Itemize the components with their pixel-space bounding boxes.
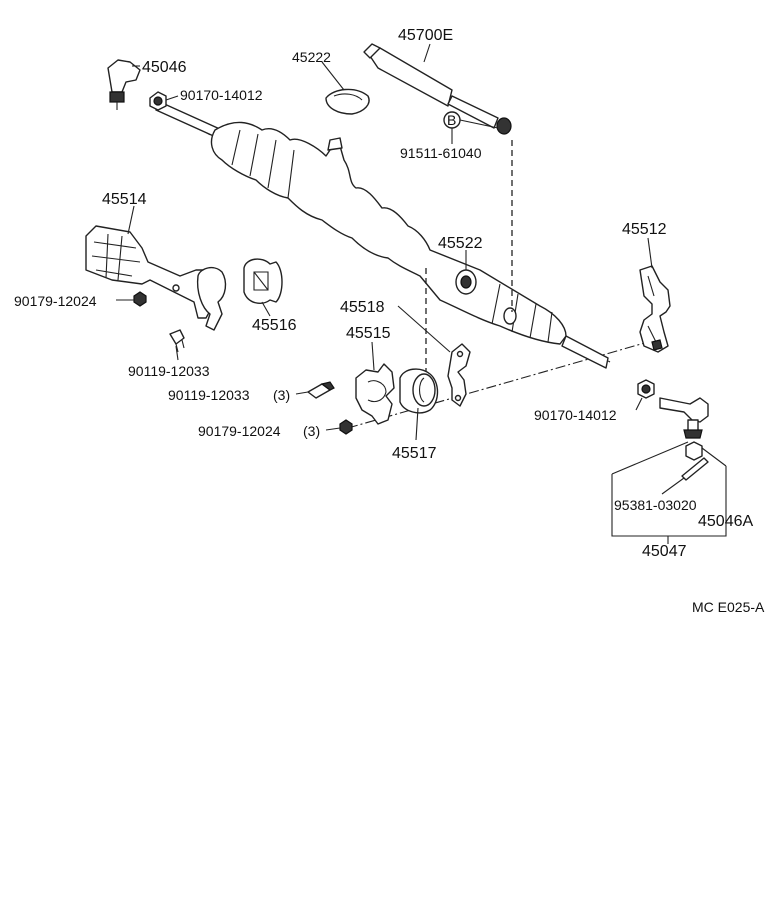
cylinder-45700e-end: [496, 117, 512, 135]
marker-b-label: B: [447, 112, 456, 128]
leader-90179-b: [325, 427, 341, 431]
bracket-45514-grid: [91, 233, 141, 281]
label-45046a: 45046A: [698, 513, 753, 530]
leader-45512: [647, 237, 653, 269]
bolt-90119-left: [169, 329, 185, 345]
bolt-90119-left-shank: [175, 339, 185, 353]
left-lock-nut-hole: [153, 96, 163, 106]
castle-nut: [685, 441, 703, 461]
right-tie-rod-end-boot: [683, 429, 703, 439]
leader-45515: [371, 341, 375, 371]
right-tie-rod-end-45046a: [659, 397, 709, 423]
bushing-45517-face: [412, 373, 436, 407]
label-45046: 45046: [142, 59, 187, 76]
leader-45518: [397, 305, 451, 353]
label-90119-12033-a: 90119-12033: [128, 363, 210, 379]
pinion-stub: [327, 137, 343, 151]
label-90179-12024-b: 90179-12024: [198, 423, 281, 439]
cotter-pin-95381: [681, 457, 709, 481]
label-45522: 45522: [438, 235, 483, 252]
left-tie-rod-end-nut: [109, 91, 125, 103]
leader-45516: [261, 301, 271, 317]
bracket-45512-lines: [647, 275, 657, 343]
leader-45222: [321, 61, 345, 91]
cover-45222-edge: [333, 93, 363, 101]
label-45222: 45222: [292, 49, 331, 65]
right-lock-nut-hole: [641, 384, 651, 394]
bracket-45512-stud: [651, 339, 663, 351]
label-45047: 45047: [642, 543, 687, 560]
label-45515: 45515: [346, 325, 391, 342]
left-tie-rod: [155, 101, 223, 139]
left-boot-ribs: [231, 129, 295, 199]
right-rack-rod: [561, 335, 609, 369]
leader-45517: [415, 407, 419, 441]
cover-45222: [325, 88, 370, 115]
bracket-45512: [639, 265, 671, 353]
label-95381-03020: 95381-03020: [614, 497, 697, 513]
label-90170-14012-a: 90170-14012: [180, 87, 263, 103]
label-45700e: 45700E: [398, 27, 453, 44]
leader-45514: [127, 205, 135, 235]
label-90119-12033-b-qty: (3): [273, 387, 290, 403]
cylinder-45700e-rod: [447, 95, 499, 129]
bolt-90119-center-head: [320, 381, 335, 391]
diagram-code: MC E025-A: [692, 599, 765, 615]
label-45518: 45518: [340, 299, 385, 316]
label-90170-14012-b: 90170-14012: [534, 407, 617, 423]
leader-90170-b: [635, 397, 643, 411]
left-tie-rod-end-45046: [107, 59, 141, 93]
bracket-45515: [355, 363, 395, 425]
cylinder-45700e-body: [369, 47, 453, 107]
rack-mount-stud: [503, 307, 517, 325]
leader-90119-b: [295, 391, 309, 395]
nut-90179-center: [339, 419, 353, 435]
bushing-45516-inner: [253, 271, 269, 291]
bracket-45515-inner: [367, 380, 387, 403]
clamp-45518-hole-bottom: [454, 394, 462, 402]
clamp-45518: [447, 343, 471, 407]
bushing-45516: [243, 258, 283, 304]
leader-45700e: [423, 43, 431, 63]
cylinder-45700e-cap: [363, 43, 381, 59]
label-45517: 45517: [392, 445, 437, 462]
bracket-45514-bolt-hole: [172, 284, 180, 292]
label-90179-12024-a: 90179-12024: [14, 293, 97, 309]
leader-90119-a: [175, 345, 179, 361]
label-90179-12024-b-qty: (3): [303, 423, 320, 439]
label-45512: 45512: [622, 221, 667, 238]
nut-90179-left: [133, 291, 147, 307]
rack-bushing-45522-hole: [460, 275, 472, 289]
leader-90170-a: [165, 95, 179, 101]
mount-centerline: [347, 339, 656, 429]
bracket-45514-clamp: [196, 266, 227, 331]
label-45516: 45516: [252, 317, 297, 334]
label-91511-61040: 91511-61040: [400, 145, 482, 161]
leader-95381: [661, 477, 685, 495]
label-90119-12033-b: 90119-12033: [168, 387, 250, 403]
clamp-45518-hole-top: [456, 350, 464, 358]
marker-b-leader: [459, 119, 499, 129]
bushing-45517-slot: [418, 377, 425, 403]
label-45514: 45514: [102, 191, 147, 208]
assembly-45047-bracket: [611, 441, 727, 537]
